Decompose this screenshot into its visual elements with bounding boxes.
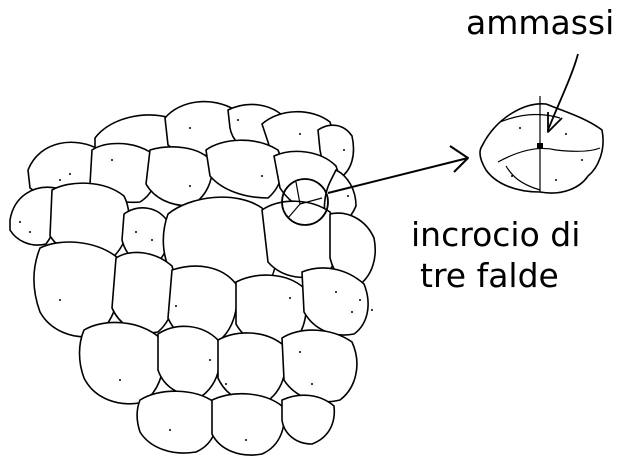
incrocio-label-line1: incrocio di <box>411 218 580 251</box>
grain-cluster <box>10 102 375 455</box>
ammassi-label: ammassi <box>466 6 614 39</box>
small-grain-icon <box>480 96 603 193</box>
incrocio-label-line2: tre falde <box>420 259 559 292</box>
